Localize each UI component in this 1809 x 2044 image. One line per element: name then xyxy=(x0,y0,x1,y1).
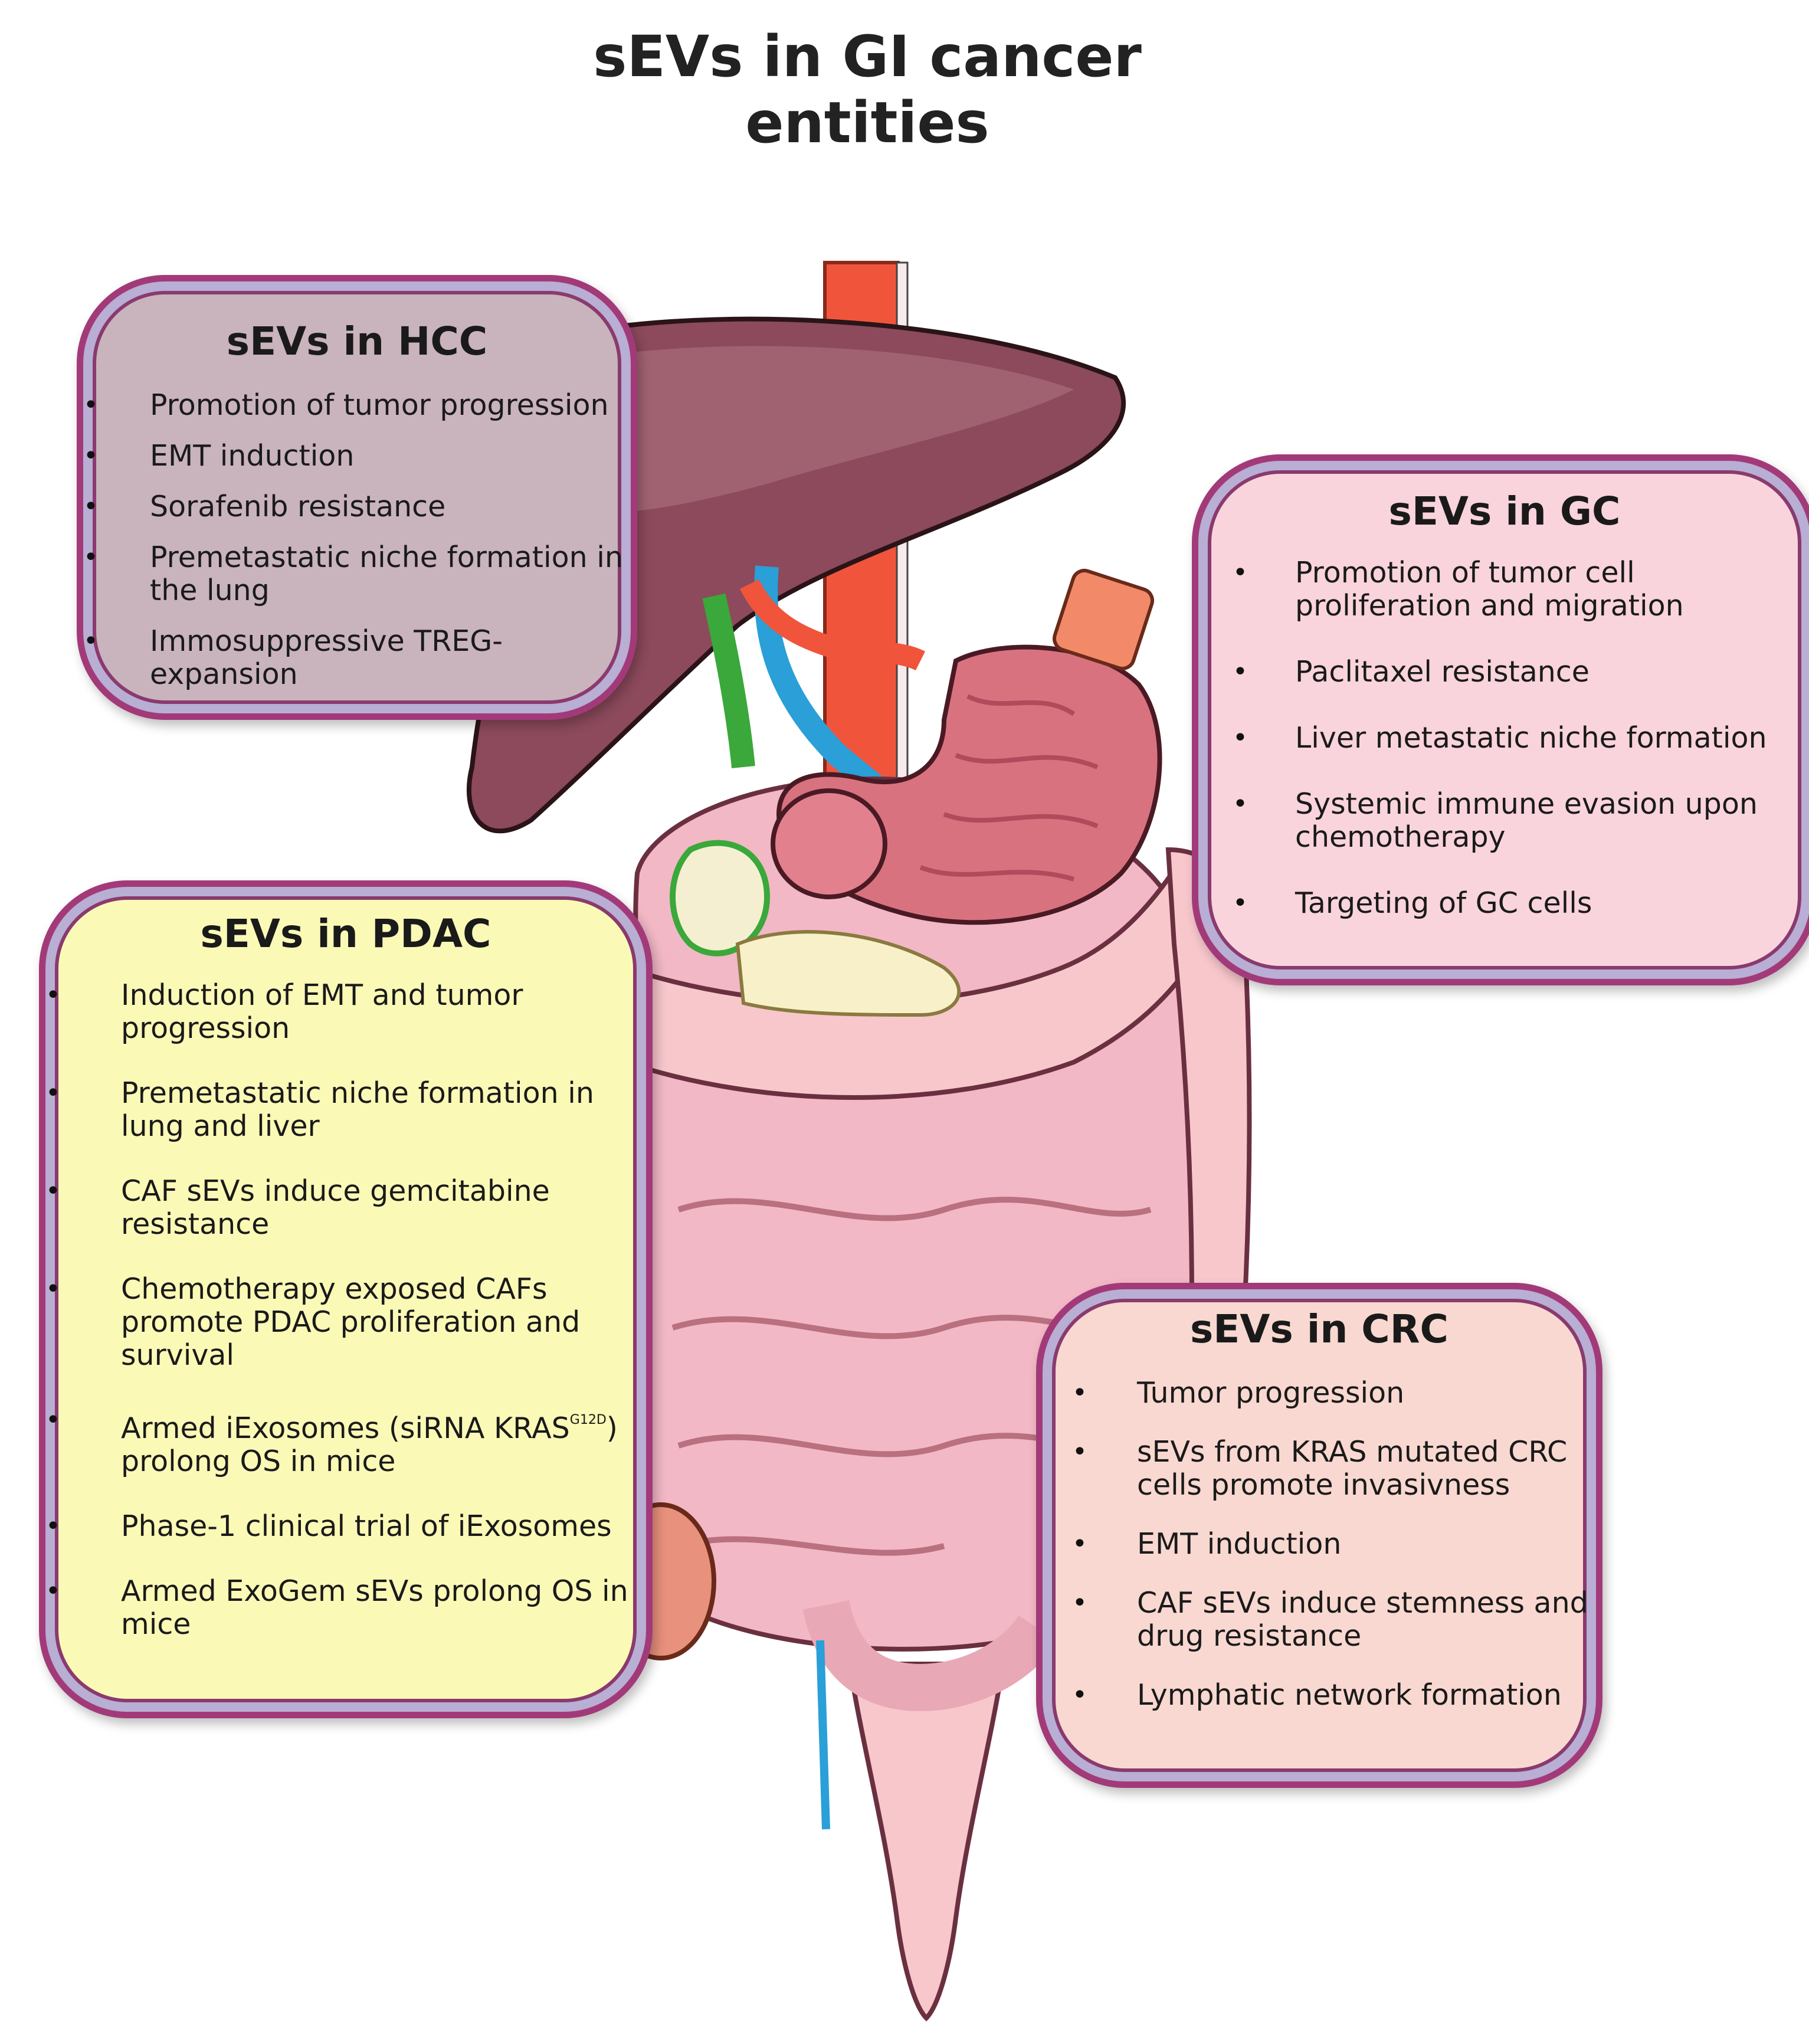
pylorus xyxy=(771,788,887,899)
hepatic-artery xyxy=(739,579,926,671)
hcc-list: Promotion of tumor progression EMT induc… xyxy=(83,389,631,691)
list-item: Armed ExoGem sEVs prolong OS in mice xyxy=(45,1575,646,1641)
pdac-heading: sEVs in PDAC xyxy=(200,911,491,957)
gc-list: Promotion of tumor cell proliferation an… xyxy=(1198,556,1809,921)
title-line-1: sEVs in GI cancer xyxy=(593,24,1142,90)
pdac-list: Induction of EMT and tumor progression P… xyxy=(45,979,646,1641)
pdac-box: sEVs in PDAC Induction of EMT and tumor … xyxy=(39,880,653,1718)
kras-superscript: G12D xyxy=(569,1413,607,1427)
gallbladder xyxy=(670,840,771,957)
list-item: Immosuppressive TREG-expansion xyxy=(83,625,631,691)
kras-text: Armed iExosomes (siRNA KRAS xyxy=(121,1411,570,1445)
list-item: CAF sEVs induce gemcitabine resistance xyxy=(45,1175,646,1241)
inferior-vena-cava-lower xyxy=(816,1640,830,1830)
list-item: EMT induction xyxy=(1043,1528,1596,1561)
list-item: Systemic immune evasion upon chemotherap… xyxy=(1198,788,1809,854)
esophagus-lower xyxy=(1052,568,1155,671)
crc-box: sEVs in CRC Tumor progression sEVs from … xyxy=(1036,1283,1602,1788)
rectum xyxy=(847,1662,1006,2022)
stomach-rugae xyxy=(919,694,1099,882)
hcc-box: sEVs in HCC Promotion of tumor progressi… xyxy=(77,275,637,720)
list-item: Chemotherapy exposed CAFs promote PDAC p… xyxy=(45,1273,646,1372)
crc-heading: sEVs in CRC xyxy=(1190,1306,1448,1352)
list-item: sEVs from KRAS mutated CRC cells promote… xyxy=(1043,1436,1596,1502)
list-item: Paclitaxel resistance xyxy=(1198,656,1809,689)
liver-highlight xyxy=(578,346,1074,512)
kras-text-2: prolong OS in mice xyxy=(121,1444,396,1478)
list-item: Tumor progression xyxy=(1043,1377,1596,1410)
list-item: Lymphatic network formation xyxy=(1043,1679,1596,1712)
list-item: Targeting of GC cells xyxy=(1198,887,1809,921)
hcc-heading: sEVs in HCC xyxy=(226,319,488,364)
intestine-loops xyxy=(671,1197,1152,1556)
list-item: Induction of EMT and tumor progression xyxy=(45,979,646,1045)
list-item-kras: Armed iExosomes (siRNA KRASG12D) prolong … xyxy=(45,1404,646,1478)
page-title: sEVs in GI cancer entities xyxy=(0,24,1735,156)
gc-box: sEVs in GC Promotion of tumor cell proli… xyxy=(1192,454,1809,985)
list-item: Promotion of tumor cell proliferation an… xyxy=(1198,556,1809,623)
list-item: Premetastatic niche formation in lung an… xyxy=(45,1077,646,1143)
bile-duct xyxy=(702,593,755,768)
list-item: Premetastatic niche formation in the lun… xyxy=(83,541,631,607)
sigmoid-colon xyxy=(802,1600,1058,1712)
list-item: Promotion of tumor progression xyxy=(83,389,631,422)
crc-list: Tumor progression sEVs from KRAS mutated… xyxy=(1043,1377,1596,1712)
gc-heading: sEVs in GC xyxy=(1388,489,1621,534)
list-item: Phase-1 clinical trial of iExosomes xyxy=(45,1510,646,1544)
pancreas xyxy=(735,930,961,1017)
list-item: Sorafenib resistance xyxy=(83,490,631,524)
list-item: EMT induction xyxy=(83,440,631,473)
list-item: CAF sEVs induce stemness and drug resist… xyxy=(1043,1587,1596,1653)
list-item: Liver metastatic niche formation xyxy=(1198,722,1809,755)
title-line-2: entities xyxy=(745,90,989,156)
kras-close: ) xyxy=(606,1411,618,1445)
